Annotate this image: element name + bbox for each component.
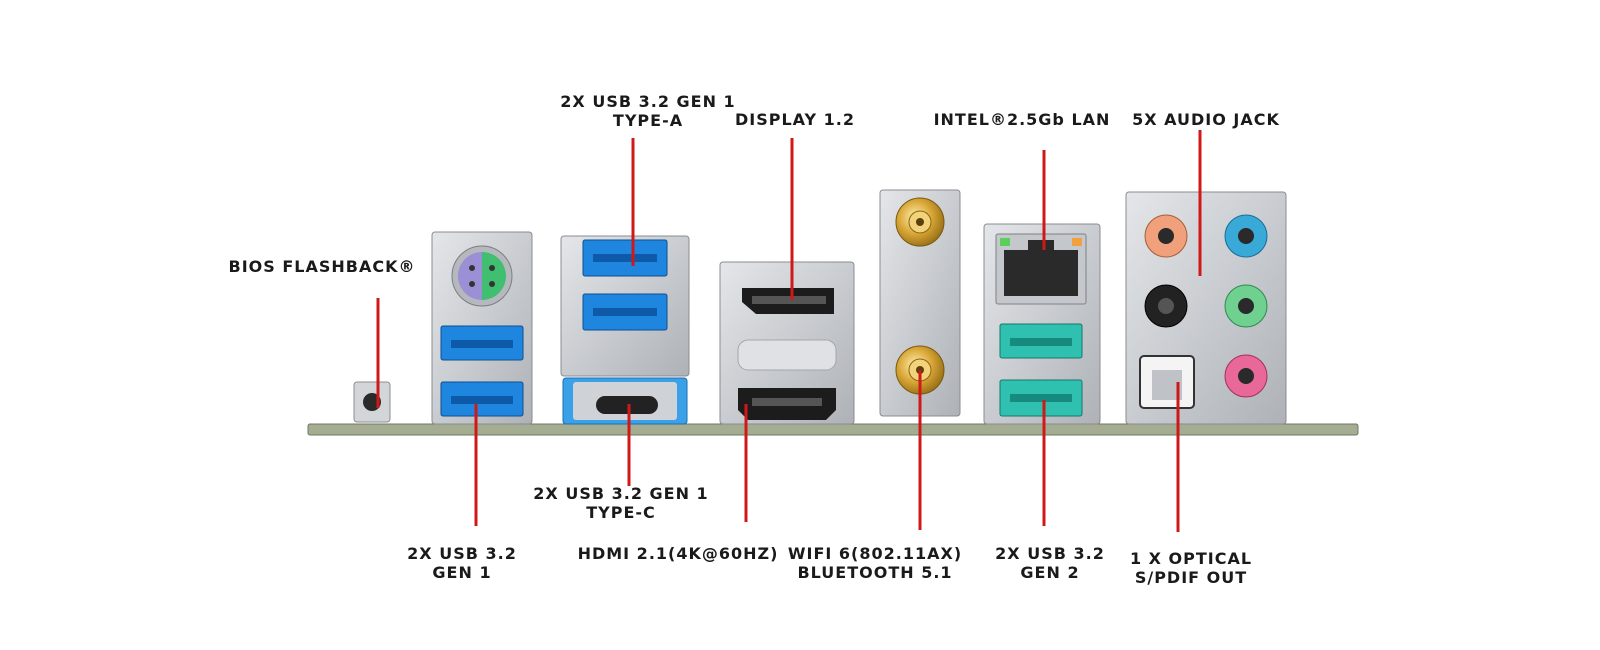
displayport-hdmi-stack-icon: [719, 261, 855, 425]
label-usb-typea: 2X USB 3.2 GEN 1 TYPE-A: [560, 92, 736, 130]
label-usb-typec: 2X USB 3.2 GEN 1 TYPE-C: [533, 484, 709, 522]
wifi-antenna-connectors-icon: [879, 189, 961, 417]
bios-flashback-button-icon: [353, 381, 391, 423]
motherboard-pcb: [307, 423, 1359, 436]
label-bios-flashback: BIOS FLASHBACK®: [228, 257, 416, 276]
label-wifi: WIFI 6(802.11AX) BLUETOOTH 5.1: [787, 544, 963, 582]
leader-lines: [376, 130, 1202, 532]
label-optical: 1 X OPTICAL S/PDIF OUT: [1129, 549, 1253, 587]
label-lan: INTEL®2.5Gb LAN: [933, 110, 1111, 129]
label-display: DISPLAY 1.2: [734, 110, 856, 129]
usb-typea-typec-stack-icon: [560, 235, 690, 425]
ps2-usb-stack-icon: [431, 231, 533, 425]
audio-jacks-optical-icon: [1125, 191, 1287, 425]
label-usb-gen1: 2X USB 3.2 GEN 1: [407, 544, 517, 582]
label-audio: 5X AUDIO JACK: [1132, 110, 1280, 129]
label-hdmi: HDMI 2.1(4K@60HZ): [577, 544, 779, 563]
label-usb-gen2: 2X USB 3.2 GEN 2: [995, 544, 1105, 582]
lan-usb-gen2-stack-icon: [983, 223, 1101, 425]
